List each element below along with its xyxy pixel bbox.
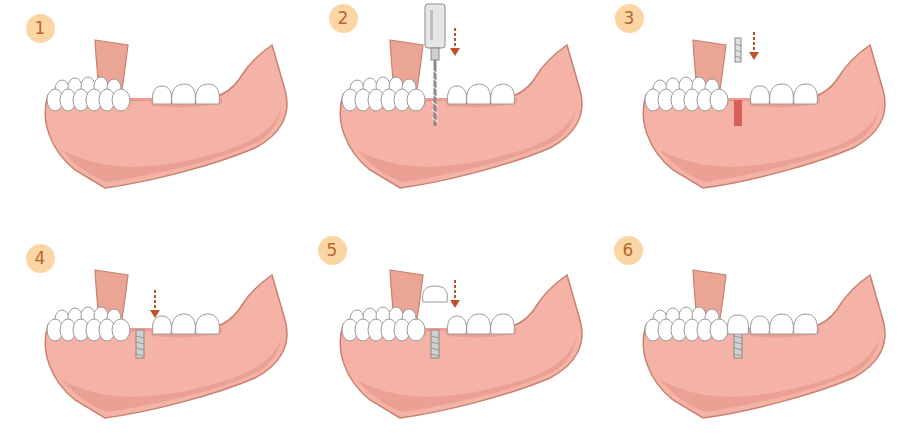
step-number: 2 (338, 10, 349, 27)
step-number-circle: 4 (26, 244, 55, 273)
step-number: 5 (327, 242, 338, 259)
step-number-circle: 1 (26, 14, 55, 43)
step-number: 3 (624, 10, 635, 27)
step-number: 4 (35, 250, 46, 267)
step-number-circle: 2 (329, 4, 358, 33)
step-number-circle: 6 (614, 236, 643, 265)
step-number: 1 (35, 20, 46, 37)
step-number-circle: 3 (615, 4, 644, 33)
step-number-circle: 5 (318, 236, 347, 265)
step-number: 6 (623, 242, 634, 259)
